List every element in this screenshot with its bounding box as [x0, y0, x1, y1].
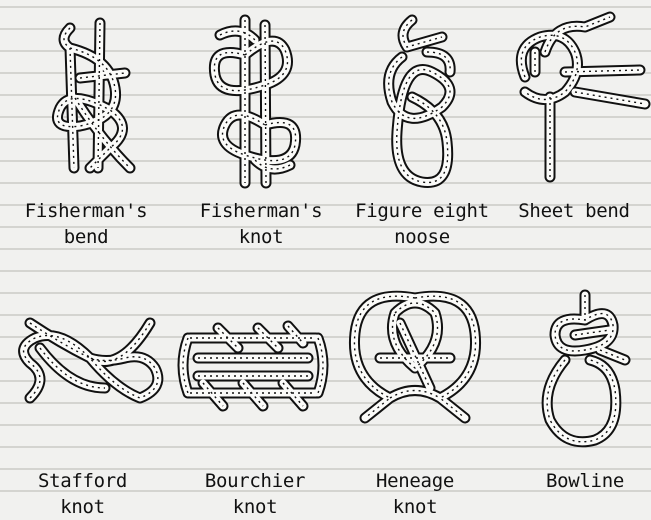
fishermans-knot-icon: [200, 15, 310, 190]
knot-label-heneage-knot: Heneage knot: [332, 468, 498, 520]
fishermans-bend-drawing: [40, 18, 150, 188]
rope-strand: [354, 296, 475, 418]
sheet-bend-knot-icon: [505, 12, 645, 182]
heneage-knot-icon: [345, 288, 485, 428]
knot-label-fishermans-bend: Fisherman's bend: [2, 198, 170, 250]
knot-label-bourchier-knot: Bourchier knot: [170, 468, 340, 520]
fishermans-knot-drawing: [200, 15, 310, 190]
figure-eight-noose-drawing: [372, 12, 472, 192]
stafford-knot-icon: [10, 318, 170, 403]
knot-label-figure-eight-noose: Figure eight noose: [338, 198, 506, 250]
knot-label-stafford-knot: Stafford knot: [0, 468, 165, 520]
bowline-knot-icon: [535, 290, 635, 450]
bourchier-knot-drawing: [178, 318, 328, 413]
bourchier-knot-icon: [178, 318, 328, 413]
knot-label-fishermans-knot: Fisherman's knot: [178, 198, 344, 250]
stafford-knot-drawing: [10, 318, 170, 403]
bowline-drawing: [535, 290, 635, 450]
knot-label-bowline: Bowline: [522, 468, 648, 494]
fishermans-bend-knot-icon: [40, 18, 150, 188]
knot-label-sheet-bend: Sheet bend: [500, 198, 648, 224]
heneage-knot-drawing: [345, 288, 485, 428]
sheet-bend-drawing: [505, 12, 645, 182]
figure-eight-noose-icon: [372, 12, 472, 192]
